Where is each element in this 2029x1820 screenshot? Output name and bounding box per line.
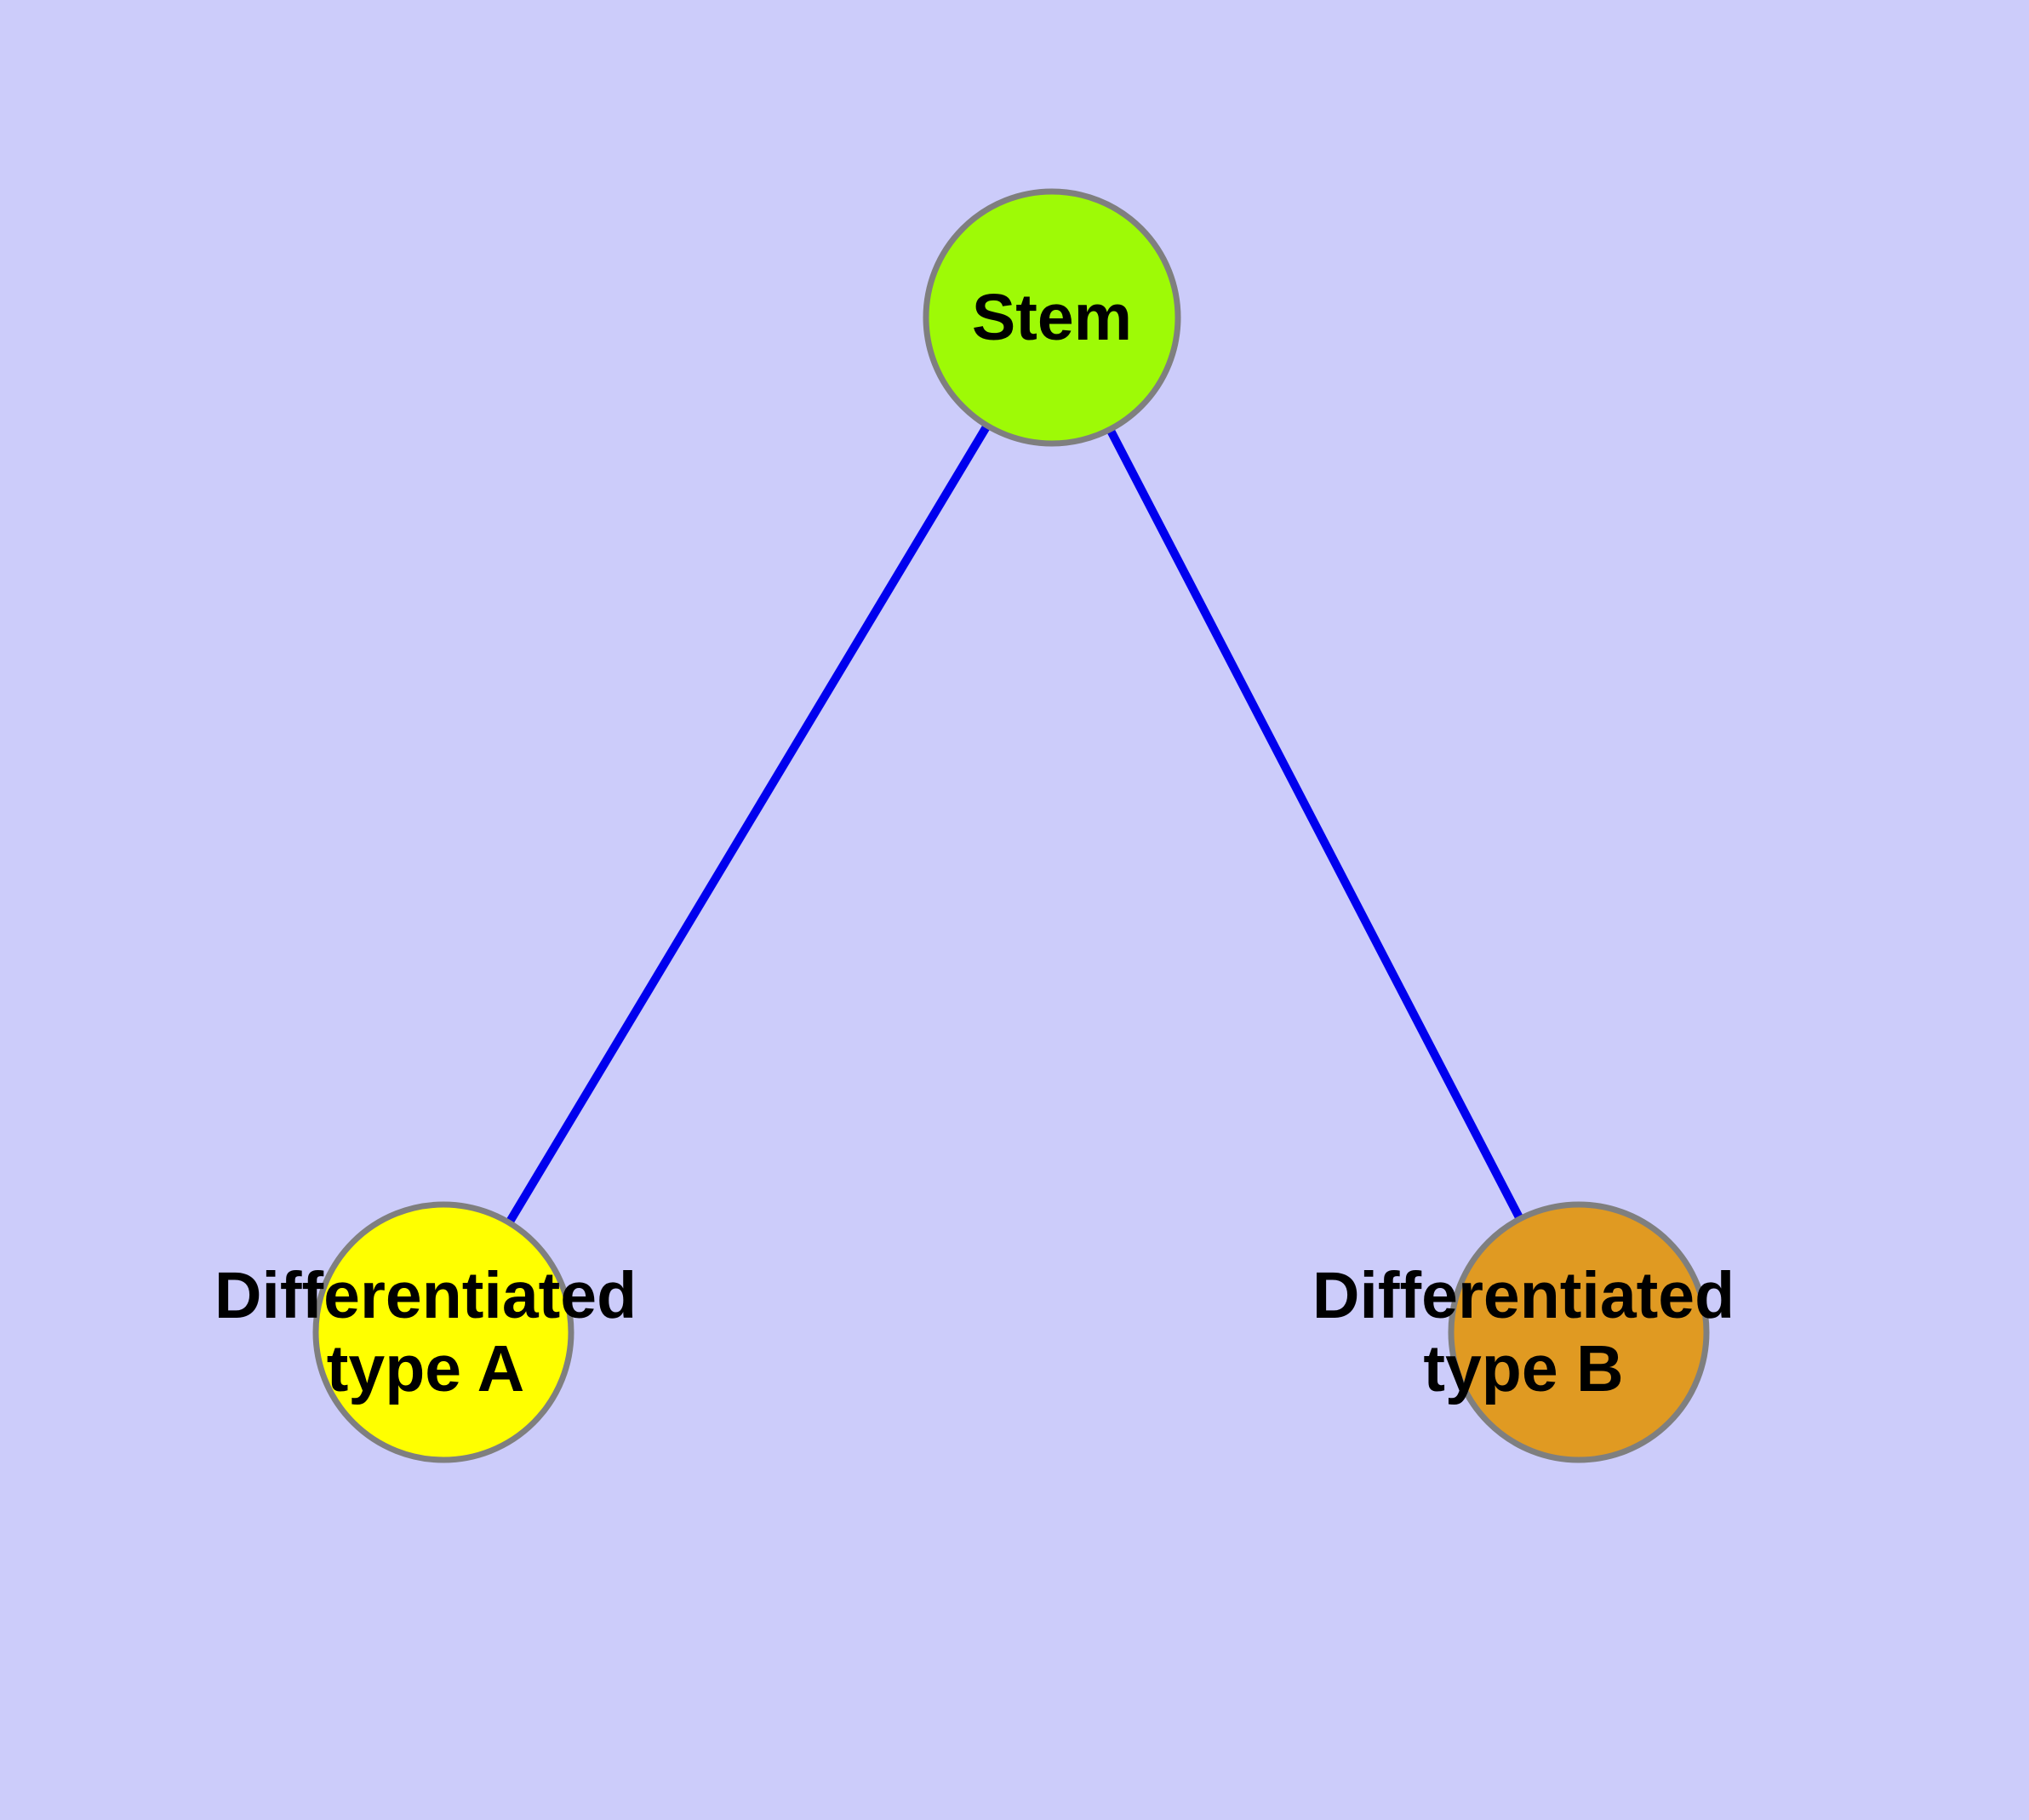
edge-layer bbox=[506, 425, 1523, 1224]
edge-stem-diff-a bbox=[506, 425, 991, 1224]
node-diff_a[interactable] bbox=[312, 1201, 574, 1463]
node-layer bbox=[312, 188, 1710, 1463]
edge-stem-diff-b bbox=[1106, 428, 1523, 1220]
node-stem[interactable] bbox=[923, 188, 1181, 447]
node-diff_b[interactable] bbox=[1448, 1201, 1710, 1463]
